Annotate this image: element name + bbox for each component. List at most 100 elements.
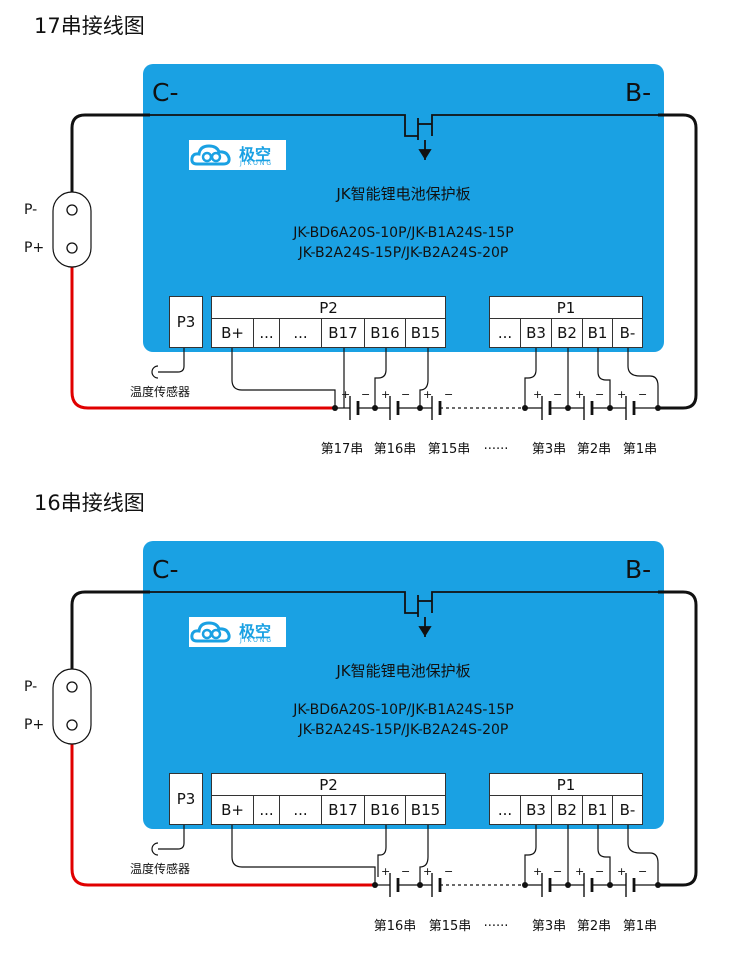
p1-pin-b3: B3 [520,795,552,825]
p2-pin-b16: B16 [364,318,406,348]
cell-polarity-plus: + [423,388,433,401]
p1-pin-b1: B1 [582,795,613,825]
p2-pin-b15: B15 [405,795,446,825]
logo-text-en: JIKONG [240,160,274,167]
cell-polarity-plus: + [533,865,543,878]
series-label: 第16串 [373,919,417,934]
p-plus-terminal [66,719,78,731]
wiring-svg [52,113,698,420]
cell-polarity-minus: − [553,388,563,401]
model-line-1: JK-BD6A20S-10P/JK-B1A24S-15P [293,225,514,241]
p1-header: P1 [489,773,643,796]
p2-header: P2 [211,773,446,796]
model-line-2: JK-B2A24S-15P/JK-B2A24S-20P [298,722,509,738]
junction-dots [332,405,661,411]
b-minus-label: B- [625,555,652,584]
cell-polarity-plus: + [575,388,585,401]
wire-p-plus [70,739,375,887]
diagram-title: 17串接线图 [34,14,145,38]
p1-pin-b-minus: B- [612,795,643,825]
p-plus-label: P+ [24,240,45,256]
series-label: 第15串 [427,442,471,457]
cell-polarity-plus: + [341,388,351,401]
cloud-icon [190,144,231,166]
p1-pin-ellipsis: ... [489,318,521,348]
p1-pin-b2: B2 [551,318,583,348]
output-connector [52,191,92,268]
series-label: 第2串 [576,442,612,457]
temp-sensor-label: 温度传感器 [130,862,191,876]
p2-pin-b17: B17 [321,318,365,348]
sense-wires [231,825,659,885]
cell-polarity-minus: − [595,865,605,878]
p-plus-label: P+ [24,717,45,733]
wire-p-plus [70,262,335,410]
series-label: ...... [483,915,509,930]
p2-pin-ellipsis: ... [279,318,322,348]
series-label: 第1串 [622,919,658,934]
model-line-1: JK-BD6A20S-10P/JK-B1A24S-15P [293,702,514,718]
p2-pin-ellipsis: ... [253,318,280,348]
logo-text-en: JIKONG [240,637,274,644]
wiring-diagram-16s: 16串接线图 [0,477,750,953]
cell-polarity-plus: + [617,388,627,401]
c-minus-label: C- [152,78,179,107]
p1-header: P1 [489,296,643,319]
p2-pin-ellipsis: ... [279,795,322,825]
p1-pin-b2: B2 [551,795,583,825]
temp-sensor-wire [158,825,185,850]
mosfet-symbol [150,591,658,637]
p2-pin-b17: B17 [321,795,365,825]
temp-sensor-label: 温度传感器 [130,385,191,399]
series-label: 第15串 [428,919,472,934]
cell-polarity-minus: − [361,388,371,401]
cell-polarity-plus: + [575,865,585,878]
series-label: 第2串 [576,919,612,934]
wire-b-minus [658,113,698,410]
cell-polarity-minus: − [553,865,563,878]
p2-pin-b16: B16 [364,795,406,825]
board-name: JK智能锂电池保护板 [336,185,471,203]
p1-pin-ellipsis: ... [489,795,521,825]
wire-c-minus [70,590,150,672]
p1-pin-b1: B1 [582,318,613,348]
board-name: JK智能锂电池保护板 [336,662,471,680]
jikong-logo: 极空 JIKONG [189,140,286,170]
p-plus-terminal [66,242,78,254]
c-minus-label: C- [152,555,179,584]
model-line-2: JK-B2A24S-15P/JK-B2A24S-20P [298,245,509,261]
wiring-diagram-17s: 17串接线图 [0,0,750,476]
series-label: 第3串 [531,919,567,934]
wire-b-minus [658,590,698,887]
temp-sensor-wire [158,348,185,373]
series-label: 第3串 [531,442,567,457]
logo-text-cn: 极空 [239,622,272,641]
p-minus-terminal [66,681,78,693]
p1-pin-b-minus: B- [612,318,643,348]
p1-pin-b3: B3 [520,318,552,348]
output-connector [52,668,92,745]
b-minus-label: B- [625,78,652,107]
p3-port: P3 [169,773,203,825]
cell-polarity-minus: − [595,388,605,401]
p2-header: P2 [211,296,446,319]
temp-sensor-probe [151,365,159,379]
cell-polarity-minus: − [444,865,454,878]
cloud-icon [190,621,231,643]
cell-polarity-plus: + [423,865,433,878]
diagram-title: 16串接线图 [34,491,145,515]
cell-polarity-plus: + [381,388,391,401]
series-label: ...... [483,438,509,453]
cell-polarity-plus: + [533,388,543,401]
cell-polarity-minus: − [401,865,411,878]
logo-text-cn: 极空 [239,145,272,164]
series-label: 第1串 [622,442,658,457]
p-minus-label: P- [24,679,38,695]
temp-sensor-probe [151,842,159,856]
cell-polarity-minus: − [638,865,648,878]
jikong-logo: 极空 JIKONG [189,617,286,647]
cell-polarity-minus: − [401,388,411,401]
cell-polarity-plus: + [617,865,627,878]
cell-polarity-minus: − [444,388,454,401]
p-minus-label: P- [24,202,38,218]
